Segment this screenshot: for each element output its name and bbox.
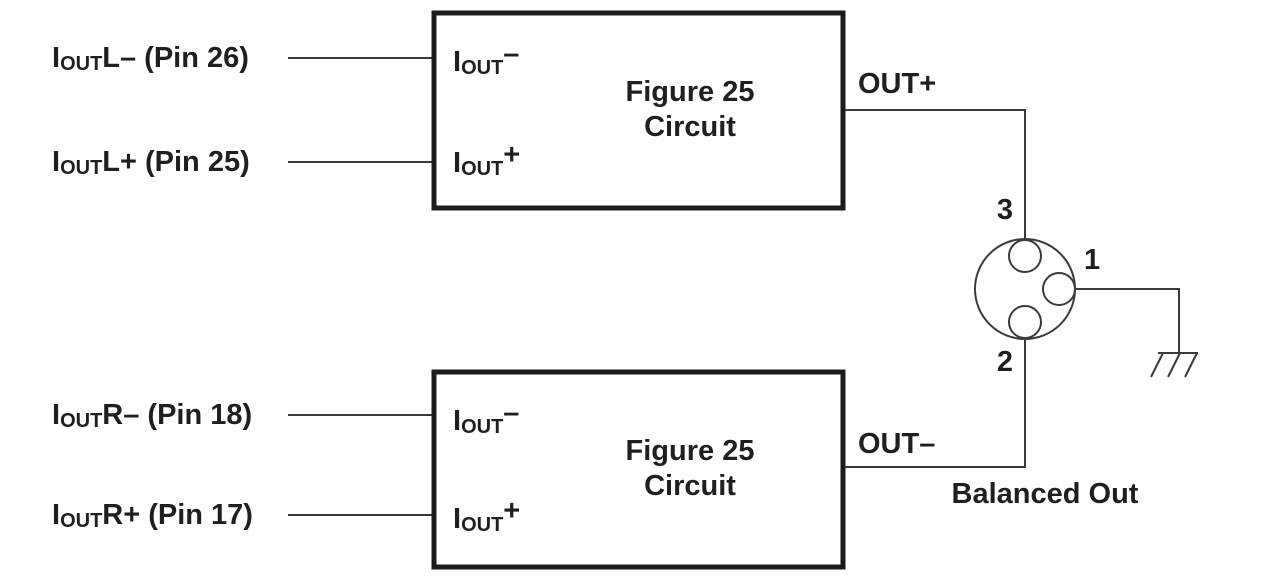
top-figure25-block-outline	[431, 10, 846, 211]
bottom-block-port-iout-pos: IOUT+	[453, 497, 520, 537]
port-symbol: I	[453, 147, 462, 179]
port-symbol: I	[453, 405, 462, 437]
bottom-block-title: Figure 25 Circuit	[530, 434, 850, 504]
signal-symbol: I	[52, 399, 61, 431]
pin-number-3: 3	[996, 194, 1013, 226]
signal-subscript: OUT	[60, 157, 103, 180]
port-sign: +	[503, 495, 521, 528]
signal-symbol: I	[52, 42, 61, 74]
xlr-pin1-circle	[1042, 272, 1076, 306]
port-subscript: OUT	[461, 57, 504, 80]
port-symbol: I	[453, 503, 462, 535]
bottom-figure25-block-outline	[431, 369, 846, 570]
balanced-out-caption: Balanced Out	[951, 478, 1139, 510]
signal-symbol: I	[52, 146, 61, 178]
xlr-pin3-circle	[1008, 239, 1042, 273]
signal-symbol: I	[52, 499, 61, 531]
wire-out-minus-to-pin2	[845, 338, 1026, 468]
signal-pin-text: L– (Pin 26)	[102, 42, 249, 74]
signal-pin-text: R– (Pin 18)	[102, 399, 253, 431]
block-title-line2: Circuit	[644, 470, 736, 502]
input-label-ioutr-pos: IOUTR+ (Pin 17)	[52, 501, 253, 533]
signal-pin-text: R+ (Pin 17)	[102, 499, 253, 531]
input-label-ioutl-pos: IOUTL+ (Pin 25)	[52, 148, 250, 180]
bottom-block-port-iout-neg: IOUT–	[453, 399, 519, 439]
wire-out-plus-to-pin3	[845, 109, 1026, 240]
port-subscript: OUT	[461, 416, 504, 439]
signal-subscript: OUT	[60, 410, 103, 433]
signal-pin-text: L+ (Pin 25)	[102, 146, 250, 178]
input-label-ioutr-neg: IOUTR– (Pin 18)	[52, 401, 252, 433]
input-label-ioutl-neg: IOUTL– (Pin 26)	[52, 44, 249, 76]
port-symbol: I	[453, 46, 462, 78]
net-label-out-minus: OUT–	[858, 428, 936, 460]
chassis-ground-icon	[1150, 352, 1198, 378]
signal-subscript: OUT	[60, 53, 103, 76]
block-title-line1: Figure 25	[625, 76, 755, 108]
wire-pin1-to-ground	[1075, 288, 1180, 353]
port-sign: +	[503, 139, 521, 172]
top-block-port-iout-neg: IOUT–	[453, 40, 519, 80]
xlr-pin2-circle	[1008, 305, 1042, 339]
block-title-line2: Circuit	[644, 111, 736, 143]
pin-number-1: 1	[1084, 244, 1101, 276]
pin-number-2: 2	[996, 346, 1013, 378]
net-label-out-plus: OUT+	[858, 68, 937, 100]
signal-subscript: OUT	[60, 510, 103, 533]
block-title-line1: Figure 25	[625, 435, 755, 467]
port-subscript: OUT	[461, 158, 504, 181]
port-subscript: OUT	[461, 514, 504, 537]
port-sign: –	[503, 38, 520, 71]
port-sign: –	[503, 397, 520, 430]
top-block-port-iout-pos: IOUT+	[453, 141, 520, 181]
top-block-title: Figure 25 Circuit	[530, 75, 850, 145]
